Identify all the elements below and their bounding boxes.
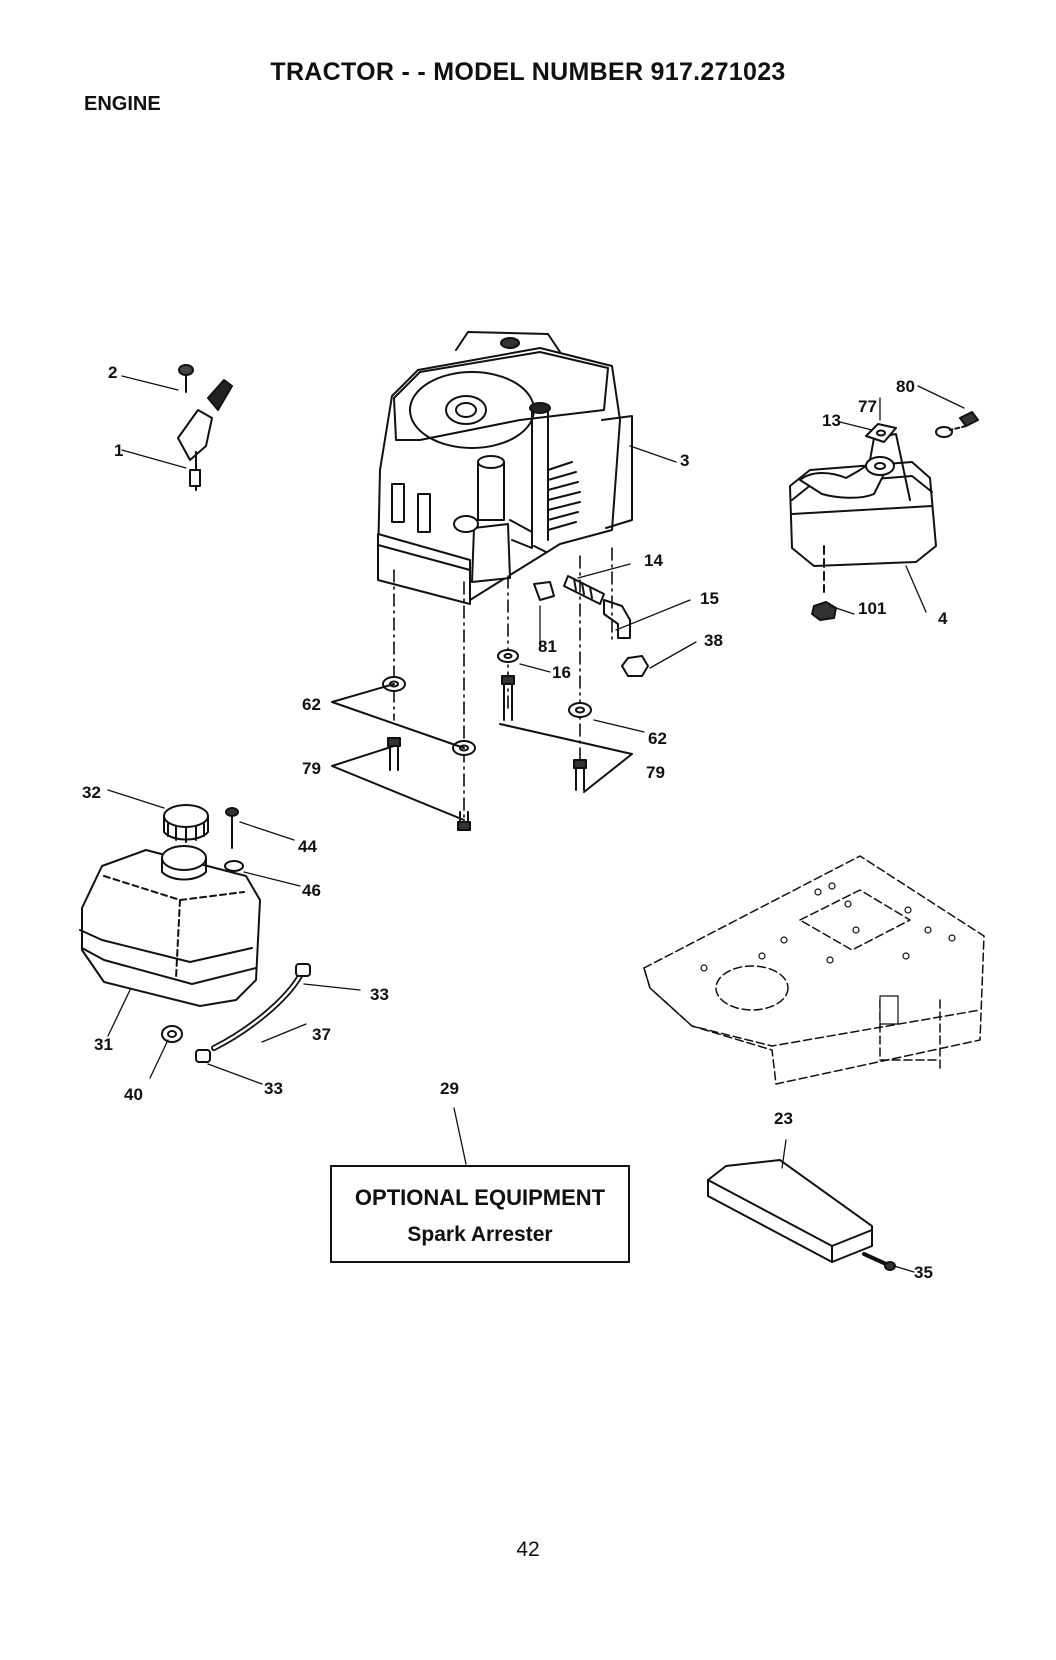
callout-3: 3	[680, 451, 689, 470]
muffler-part	[790, 412, 978, 620]
callout-14: 14	[644, 551, 663, 570]
callout-15: 15	[700, 589, 719, 608]
engine-part	[378, 332, 632, 604]
oil-drain-parts	[534, 576, 648, 676]
callout-62-left: 62	[302, 695, 321, 714]
frame-holes	[701, 883, 955, 1024]
callout-33-upper: 33	[370, 985, 389, 1004]
fuel-tank-part	[80, 805, 260, 1042]
optional-equipment-item: Spark Arrester	[332, 1223, 628, 1247]
callout-38: 38	[704, 631, 723, 650]
callout-31: 31	[94, 1035, 113, 1054]
callout-2: 2	[108, 363, 117, 382]
callout-29: 29	[440, 1079, 459, 1098]
callout-79-left: 79	[302, 759, 321, 778]
mounting-hardware	[332, 650, 632, 830]
callout-79-right: 79	[646, 763, 665, 782]
callout-46: 46	[302, 881, 321, 900]
callout-1: 1	[114, 441, 123, 460]
callout-33-lower: 33	[264, 1079, 283, 1098]
callout-81: 81	[538, 637, 557, 656]
heat-shield-part	[708, 1160, 895, 1270]
callout-13: 13	[822, 411, 841, 430]
optional-equipment-box: OPTIONAL EQUIPMENT Spark Arrester	[330, 1165, 630, 1263]
tractor-frame-outline	[644, 856, 984, 1084]
callout-4: 4	[938, 609, 948, 628]
callout-80: 80	[896, 377, 915, 396]
callout-40: 40	[124, 1085, 143, 1104]
callout-101: 101	[858, 599, 886, 618]
optional-equipment-title: OPTIONAL EQUIPMENT	[332, 1185, 628, 1211]
callout-62-right: 62	[648, 729, 667, 748]
callout-77: 77	[858, 397, 877, 416]
callout-35: 35	[914, 1263, 933, 1282]
throttle-control-part	[178, 365, 232, 490]
callout-37: 37	[312, 1025, 331, 1044]
callout-16: 16	[552, 663, 571, 682]
callout-32: 32	[82, 783, 101, 802]
page-number: 42	[0, 1538, 1056, 1562]
callout-23: 23	[774, 1109, 793, 1128]
callout-44: 44	[298, 837, 317, 856]
